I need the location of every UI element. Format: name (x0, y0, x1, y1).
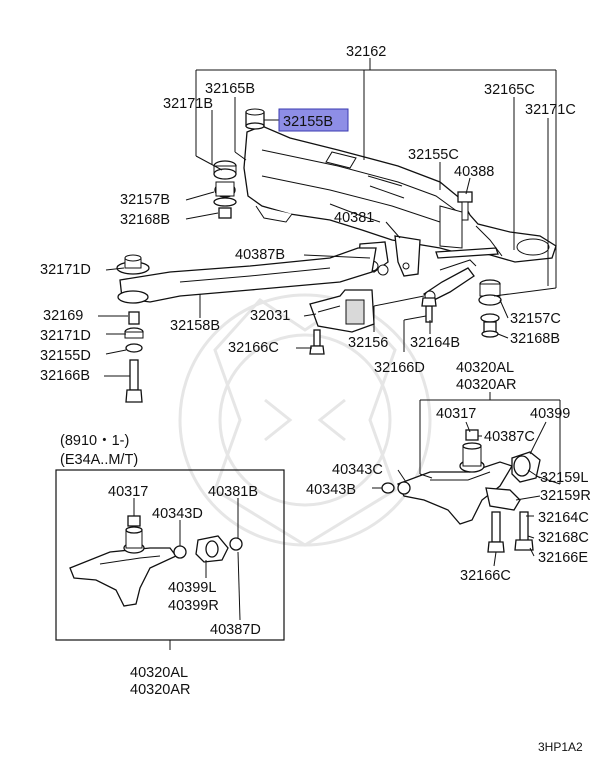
label-32155B[interactable]: 32155B (283, 114, 333, 130)
part-labels: 32162 32165B 32171B 32155B 32165C 32171C… (40, 44, 591, 754)
label-32171C: 32171C (525, 102, 576, 118)
leader-lines (98, 58, 561, 650)
label-32171D: 32171D (40, 328, 91, 344)
label-32031: 32031 (250, 308, 290, 324)
highlight-32155B (278, 108, 349, 132)
label-40320AL-top: 40320AL (456, 360, 514, 376)
label-40343B: 40343B (306, 482, 356, 498)
bolt-32166C-mid (309, 329, 325, 355)
label-32171D-top: 32171D (40, 262, 91, 278)
control-arm-right (381, 429, 541, 525)
label-40343C: 40343C (332, 462, 383, 478)
bolt-40388 (457, 191, 473, 221)
link-32156 (423, 247, 499, 303)
bolt-32164B (421, 297, 437, 323)
bushing-32155B (245, 108, 265, 130)
label-40387C: 40387C (484, 429, 535, 445)
label-32157B: 32157B (120, 192, 170, 208)
label-32166E: 32166E (538, 550, 588, 566)
label-40317-left: 40317 (108, 484, 148, 500)
label-40381B: 40381B (208, 484, 258, 500)
label-32168B: 32168B (510, 331, 560, 347)
bushing-stack-left (213, 160, 237, 219)
rod-32158B (116, 247, 377, 304)
label-32162: 32162 (346, 44, 386, 60)
label-32158B: 32158B (170, 318, 220, 334)
diagram-code: 3HP1A2 (538, 740, 583, 754)
watermark-emblem (178, 293, 432, 547)
label-32155C: 32155C (408, 147, 459, 163)
label-40381: 40381 (334, 210, 374, 226)
label-40399R: 40399R (168, 598, 219, 614)
label-32166C-mid: 32166C (228, 340, 279, 356)
label-32159L: 32159L (540, 470, 588, 486)
label-32166B: 32166B (40, 368, 90, 384)
label-40387D: 40387D (210, 622, 261, 638)
label-32164B: 32164B (410, 335, 460, 351)
label-40388: 40388 (454, 164, 494, 180)
label-32168B-top: 32168B (120, 212, 170, 228)
label-32168C: 32168C (538, 530, 589, 546)
label-40320AR-bottom: 40320AR (130, 682, 190, 698)
label-40317-right: 40317 (436, 406, 476, 422)
label-note-date: (8910・1-) (60, 433, 129, 449)
label-32165C: 32165C (484, 82, 535, 98)
control-arm-inset (69, 515, 243, 607)
bolts-right-arm (487, 511, 534, 553)
label-32159R: 32159R (540, 488, 591, 504)
label-32166D: 32166D (374, 360, 425, 376)
bushing-stack-lower-left (124, 311, 144, 403)
mount-32031 (309, 289, 375, 333)
label-32155D: 32155D (40, 348, 91, 364)
label-32171B: 32171B (163, 96, 213, 112)
label-32169: 32169 (43, 308, 83, 324)
label-32164C: 32164C (538, 510, 589, 526)
label-40399L: 40399L (168, 580, 216, 596)
label-40399: 40399 (530, 406, 570, 422)
label-32156: 32156 (348, 335, 388, 351)
label-40343D: 40343D (152, 506, 203, 522)
label-32157C: 32157C (510, 311, 561, 327)
label-40320AL-bottom: 40320AL (130, 665, 188, 681)
bushing-stack-right (478, 279, 502, 338)
label-40320AR-top: 40320AR (456, 377, 516, 393)
label-32166C-low: 32166C (460, 568, 511, 584)
label-40387B: 40387B (235, 247, 285, 263)
label-32165B: 32165B (205, 81, 255, 97)
label-note-model: (E34A..M/T) (60, 452, 138, 468)
front-crossmember (243, 125, 557, 263)
